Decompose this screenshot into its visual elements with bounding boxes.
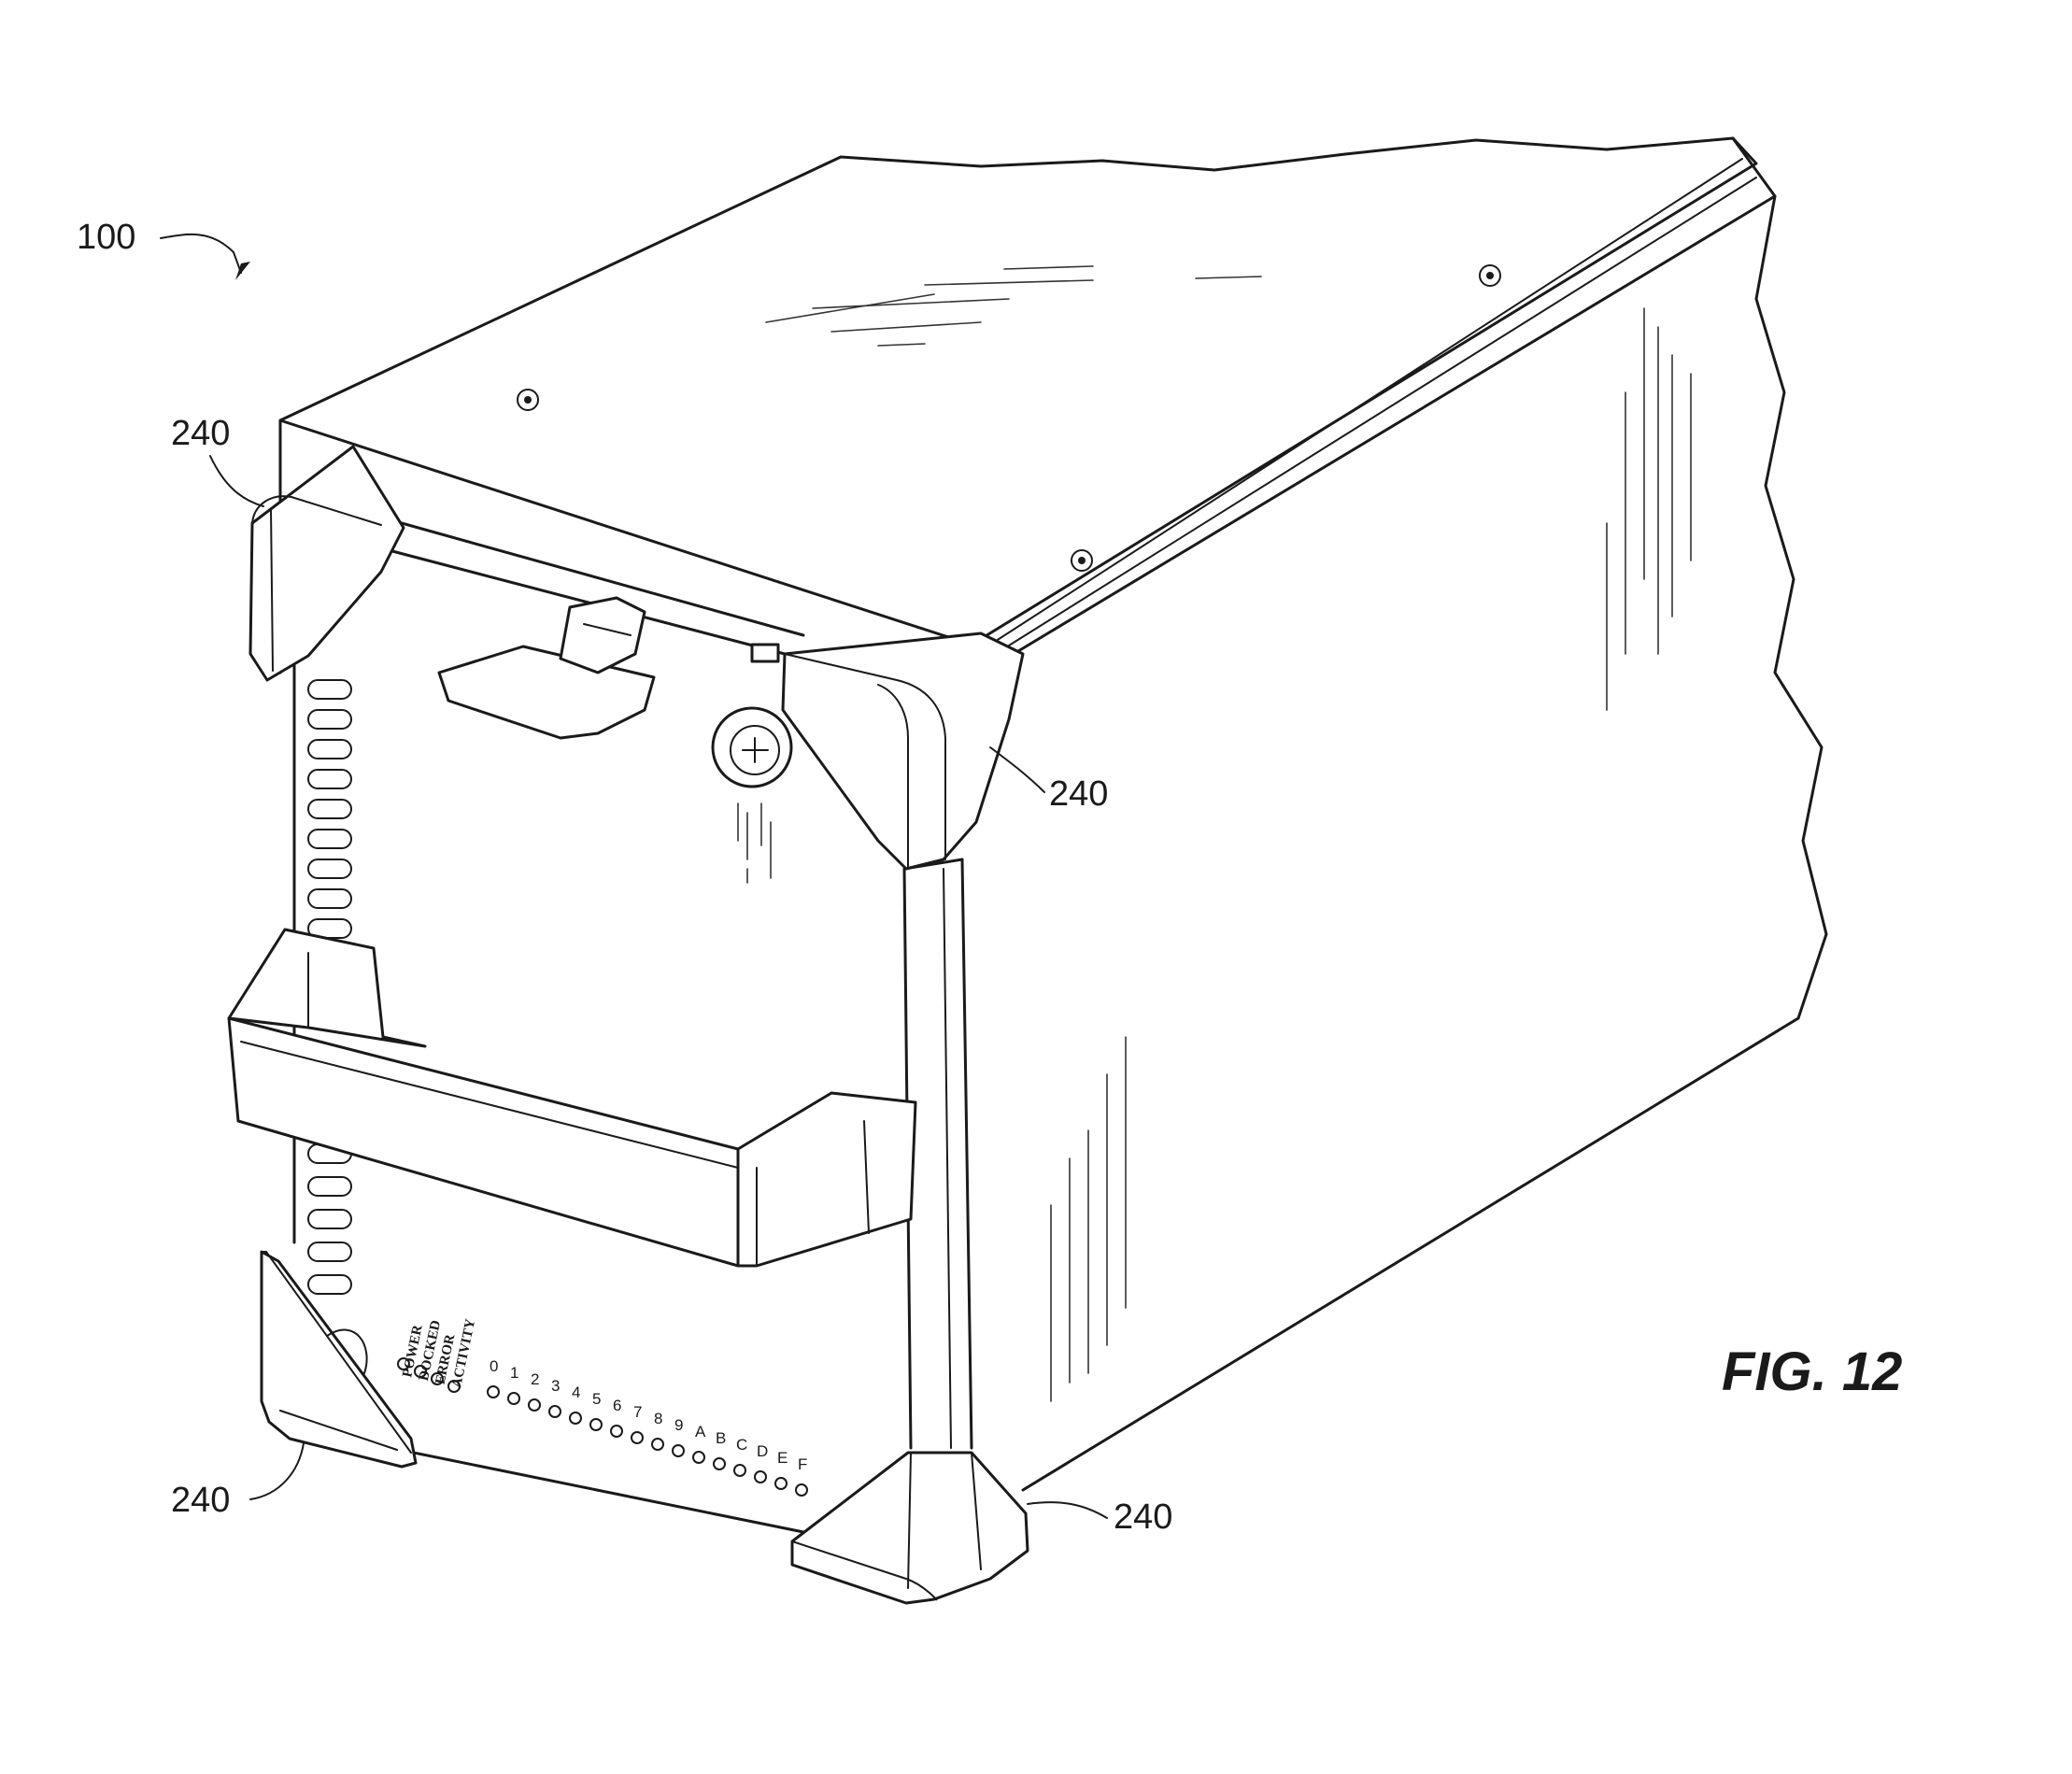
vent-slots-upper bbox=[307, 679, 352, 939]
screw-1 bbox=[517, 389, 539, 411]
vent-slots-lower bbox=[307, 1143, 352, 1295]
latch-assembly bbox=[390, 521, 805, 740]
svg-text:240: 240 bbox=[1114, 1497, 1172, 1537]
figure-title: FIG. 12 bbox=[1722, 1341, 1902, 1402]
carrying-handle[interactable] bbox=[227, 928, 917, 1268]
slot-led bbox=[487, 1385, 500, 1398]
slot-led bbox=[713, 1457, 726, 1470]
led-docked bbox=[414, 1365, 427, 1378]
housing-body bbox=[278, 136, 1828, 1534]
led-error bbox=[431, 1372, 444, 1385]
screw-2-center bbox=[1486, 272, 1494, 279]
led-power bbox=[397, 1357, 410, 1370]
slot-led-row: 0 1 2 3 4 5 6 7 8 9 A B C D E F bbox=[487, 1357, 808, 1497]
corner-bumper-bottom-right bbox=[790, 1451, 1029, 1605]
slot-led bbox=[610, 1425, 623, 1438]
screw-3-center bbox=[1078, 557, 1086, 564]
slot-label-3: 3 bbox=[551, 1377, 560, 1395]
slot-label-a: A bbox=[695, 1423, 706, 1440]
slot-label-1: 1 bbox=[510, 1364, 518, 1382]
status-led-panel: POWER DOCKED ERROR ACTIVITY 0 1 2 3 4 5 … bbox=[397, 1317, 808, 1497]
svg-text:240: 240 bbox=[171, 414, 230, 453]
slot-label-6: 6 bbox=[613, 1397, 621, 1414]
slot-label-7: 7 bbox=[633, 1403, 642, 1421]
slot-label-4: 4 bbox=[572, 1384, 580, 1401]
svg-text:100: 100 bbox=[77, 218, 135, 257]
slot-led bbox=[507, 1392, 520, 1405]
slot-led bbox=[589, 1418, 603, 1431]
corner-bumper-bottom-left bbox=[260, 1250, 418, 1469]
slot-label-2: 2 bbox=[531, 1370, 539, 1388]
screw-3 bbox=[1071, 549, 1093, 572]
slot-led bbox=[795, 1483, 808, 1497]
slot-label-e: E bbox=[777, 1449, 788, 1467]
slot-label-9: 9 bbox=[674, 1416, 683, 1434]
slot-label-f: F bbox=[798, 1455, 807, 1473]
svg-text:240: 240 bbox=[1049, 774, 1108, 814]
corner-bumper-top-right bbox=[781, 632, 1025, 871]
slot-label-8: 8 bbox=[654, 1410, 662, 1427]
corner-bumper-top-left bbox=[248, 445, 405, 682]
screw-2 bbox=[1479, 264, 1501, 287]
slot-label-5: 5 bbox=[592, 1390, 601, 1408]
reference-label-240-bottom-left: 240 bbox=[171, 1442, 305, 1520]
screw-1-center bbox=[524, 396, 532, 404]
slot-label-0: 0 bbox=[490, 1357, 498, 1375]
slot-led bbox=[692, 1451, 705, 1464]
slot-label-c: C bbox=[736, 1436, 747, 1454]
slot-led bbox=[528, 1398, 541, 1412]
lock-icon bbox=[711, 706, 793, 884]
svg-text:240: 240 bbox=[171, 1481, 230, 1520]
slot-led bbox=[651, 1438, 664, 1451]
slot-led bbox=[672, 1444, 685, 1457]
reference-label-240-bottom-right: 240 bbox=[1027, 1497, 1172, 1537]
reference-label-240-top-left: 240 bbox=[171, 414, 264, 507]
reference-label-240-top-right: 240 bbox=[989, 746, 1108, 814]
slot-led bbox=[754, 1470, 767, 1483]
slot-led bbox=[548, 1405, 561, 1418]
slot-led bbox=[733, 1464, 746, 1477]
slot-led bbox=[774, 1477, 788, 1490]
top-face-details bbox=[517, 264, 1501, 572]
reference-label-100: 100 bbox=[77, 218, 250, 280]
led-activity bbox=[447, 1380, 461, 1393]
slot-led bbox=[631, 1431, 644, 1444]
slot-led bbox=[569, 1412, 582, 1425]
latch-tab bbox=[750, 643, 780, 663]
slot-label-b: B bbox=[716, 1429, 726, 1447]
side-panel-shading bbox=[1050, 307, 1692, 1402]
slot-label-d: D bbox=[757, 1442, 768, 1460]
